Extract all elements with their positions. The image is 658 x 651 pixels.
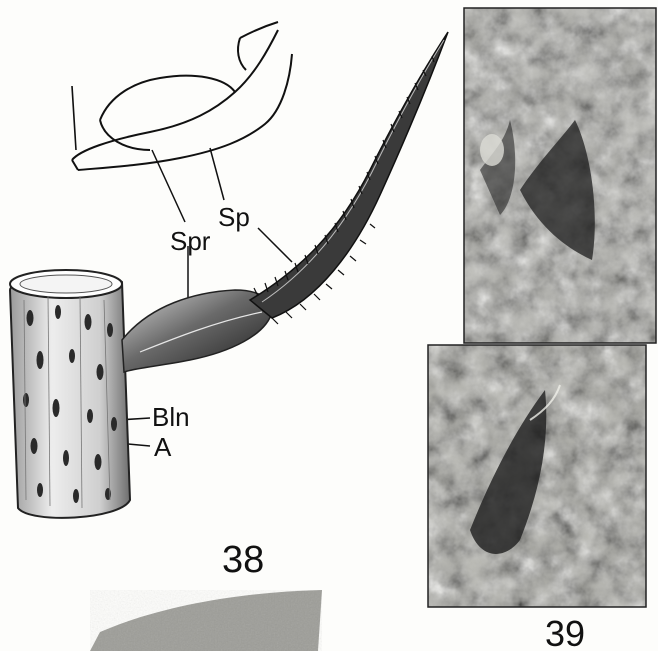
figure-number-39: 39 — [545, 613, 585, 651]
label-a: A — [154, 432, 172, 462]
fossil-photo-bottom — [428, 345, 646, 607]
label-sp: Sp — [218, 202, 250, 232]
stem-axis-drawing — [10, 270, 130, 518]
fossil-photo-top — [464, 8, 656, 343]
sporophyll-drawing — [122, 32, 448, 372]
partial-photo-fragment — [90, 590, 322, 651]
label-spr: Spr — [170, 226, 211, 256]
label-bln: Bln — [152, 402, 190, 432]
figure-number-38: 38 — [222, 539, 264, 581]
leaf-outline-drawing — [72, 22, 292, 170]
